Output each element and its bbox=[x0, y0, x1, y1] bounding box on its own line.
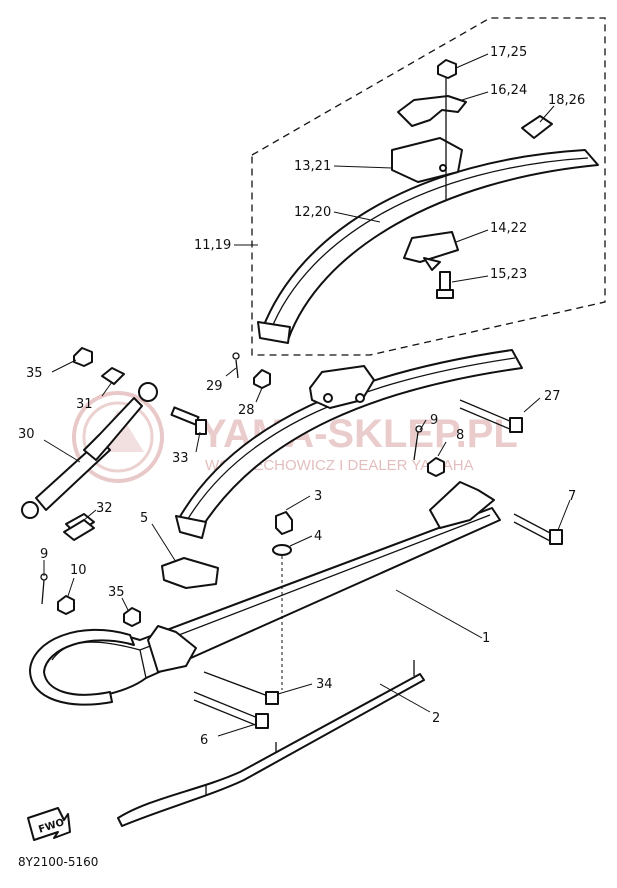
label-12-20: 12,20 bbox=[294, 205, 331, 220]
label-30: 30 bbox=[18, 427, 35, 442]
label-33: 33 bbox=[172, 451, 189, 466]
spring-bracket-upper bbox=[391, 137, 463, 183]
label-16-24: 16,24 bbox=[490, 83, 527, 98]
washer-4 bbox=[272, 544, 292, 556]
label-1: 1 bbox=[482, 631, 490, 646]
label-9-right: 9 bbox=[430, 413, 438, 428]
nut-8 bbox=[427, 457, 445, 477]
ski-rear-bracket bbox=[429, 481, 495, 529]
label-6: 6 bbox=[200, 733, 208, 748]
label-5: 5 bbox=[140, 511, 148, 526]
label-34: 34 bbox=[316, 677, 333, 692]
shock-nut-top bbox=[73, 347, 93, 367]
label-13-21: 13,21 bbox=[294, 159, 331, 174]
spring-stopper bbox=[403, 231, 459, 271]
leaf-spring-main bbox=[175, 349, 523, 539]
label-28: 28 bbox=[238, 403, 255, 418]
watermark-subtitle: WOJCIECHOWICZ I DEALER YAMAHA bbox=[205, 457, 474, 474]
label-15-23: 15,23 bbox=[490, 267, 527, 282]
collar-3 bbox=[275, 511, 293, 535]
spring-mount-5 bbox=[161, 557, 219, 589]
label-7: 7 bbox=[568, 489, 576, 504]
callout-labels: 17,25 16,24 18,26 13,21 12,20 11,19 14,2… bbox=[18, 45, 585, 748]
label-18-26: 18,26 bbox=[548, 93, 585, 108]
label-35-bottom: 35 bbox=[108, 585, 125, 600]
nut-upper bbox=[437, 59, 457, 79]
label-11-19: 11,19 bbox=[194, 238, 231, 253]
cotter-pin-9a bbox=[413, 425, 423, 461]
bolt-27 bbox=[459, 399, 523, 433]
ski-front-handle bbox=[29, 628, 135, 706]
diagram-code: 8Y2100-5160 bbox=[18, 855, 98, 869]
collar-32 bbox=[63, 519, 95, 541]
label-27: 27 bbox=[544, 389, 561, 404]
cotter-pin-9b bbox=[40, 573, 48, 605]
shock-absorber bbox=[21, 382, 158, 519]
shock-bolt bbox=[170, 406, 207, 435]
ski-body bbox=[39, 507, 501, 700]
label-29: 29 bbox=[206, 379, 223, 394]
label-9-left: 9 bbox=[40, 547, 48, 562]
forward-arrow-icon: FWO bbox=[27, 807, 71, 841]
label-14-22: 14,22 bbox=[490, 221, 527, 236]
label-32: 32 bbox=[96, 501, 113, 516]
spring-bracket-main bbox=[309, 365, 375, 409]
ski-front-bracket bbox=[147, 625, 197, 673]
bolt-upper bbox=[436, 271, 454, 299]
assembly-boundary bbox=[251, 17, 606, 356]
cotter-pin-29 bbox=[232, 352, 240, 379]
leader-lines bbox=[43, 53, 571, 737]
label-17-25: 17,25 bbox=[490, 45, 527, 60]
bolt-34 bbox=[203, 671, 279, 705]
leaf-spring-upper bbox=[257, 149, 599, 344]
bolt-7 bbox=[513, 513, 563, 545]
shock-collar bbox=[101, 367, 125, 385]
bolt-6 bbox=[193, 691, 269, 729]
ski-skag bbox=[117, 660, 425, 827]
nut-35b bbox=[123, 607, 141, 627]
label-2: 2 bbox=[432, 711, 440, 726]
spring-clamp-plate bbox=[397, 95, 467, 127]
label-4: 4 bbox=[314, 529, 322, 544]
nut-28 bbox=[253, 369, 271, 389]
label-35-top: 35 bbox=[26, 366, 43, 381]
label-3: 3 bbox=[314, 489, 322, 504]
collar-upper bbox=[521, 115, 553, 139]
label-31: 31 bbox=[76, 397, 93, 412]
label-8: 8 bbox=[456, 428, 464, 443]
label-10: 10 bbox=[70, 563, 87, 578]
nut-10 bbox=[57, 595, 75, 615]
